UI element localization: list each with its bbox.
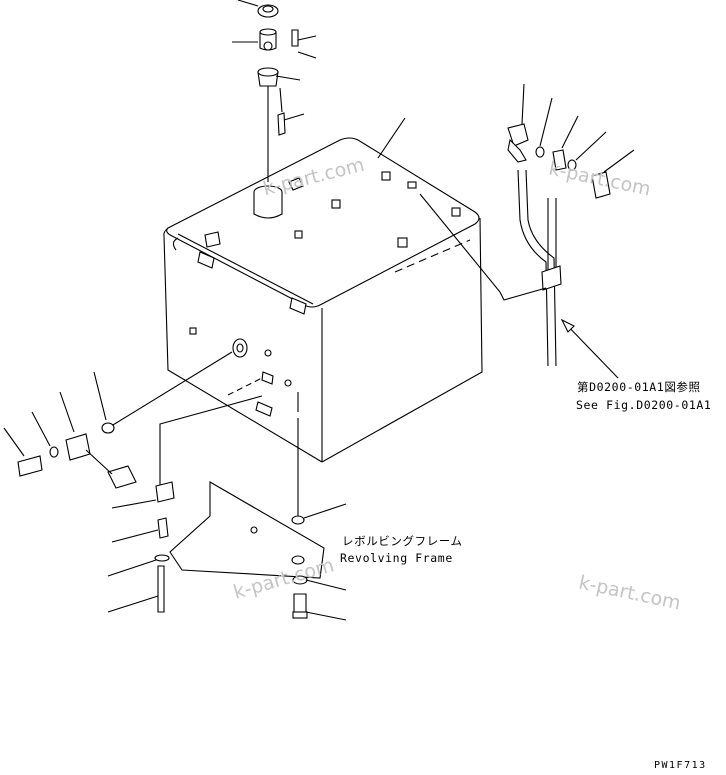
drain-valve-assembly: [17, 338, 299, 613]
filler-cap-assembly: [253, 4, 299, 219]
revolving-frame-label-english: Revolving Frame: [340, 551, 453, 565]
fuel-tank: [163, 137, 483, 463]
revolving-frame: [169, 481, 325, 619]
reference-label-japanese: 第D0200-01A1図参照: [577, 380, 701, 394]
reference-label-english: See Fig.D0200-01A1: [576, 398, 712, 412]
return-pipe-assembly: [419, 123, 611, 367]
revolving-frame-label-japanese: レボルビングフレーム: [342, 534, 463, 548]
drawing-code: PW1F713: [654, 760, 707, 771]
leader-lines: [3, 0, 635, 621]
